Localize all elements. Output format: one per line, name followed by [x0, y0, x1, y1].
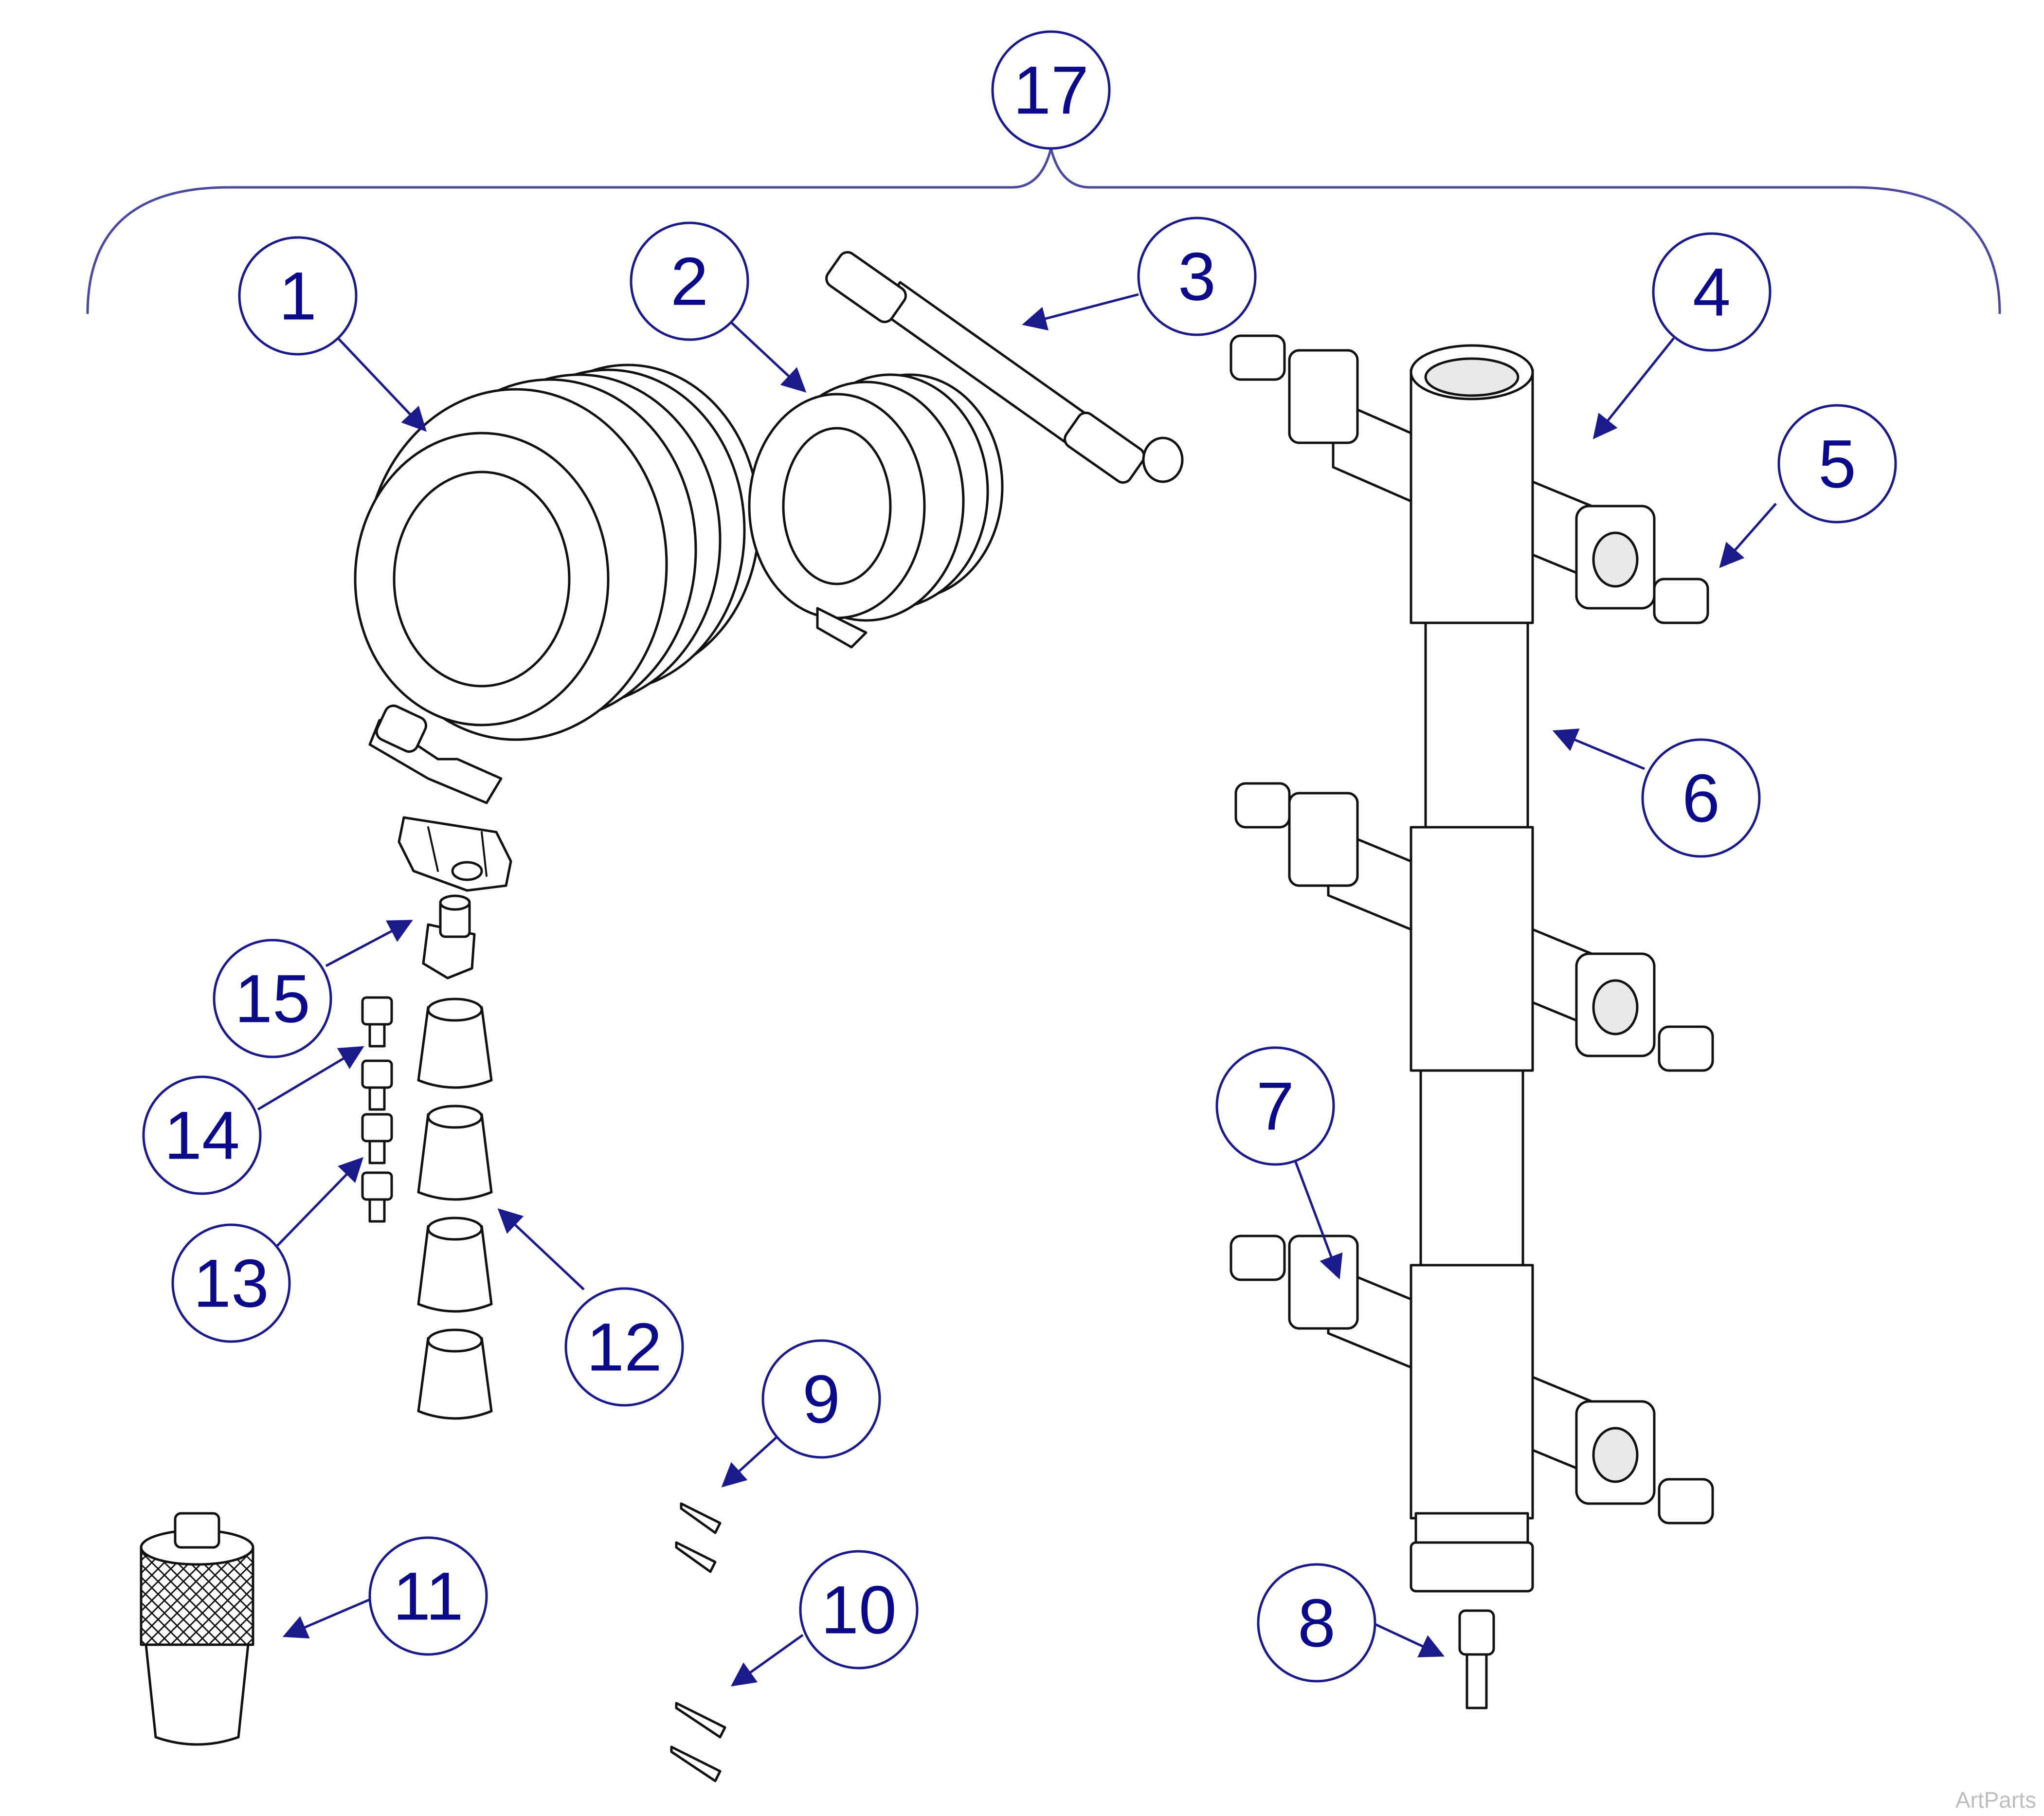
leader-6: [1552, 728, 1645, 770]
callout-14: 14: [142, 1075, 262, 1195]
callout-10: 10: [799, 1550, 919, 1670]
callout-2: 2: [630, 221, 749, 341]
svg-text:7: 7: [1256, 1068, 1294, 1144]
svg-text:13: 13: [193, 1245, 269, 1322]
part-large-coil-hose: [354, 363, 760, 804]
svg-text:9: 9: [802, 1361, 840, 1437]
part-rubber-feet: [417, 998, 493, 1420]
svg-text:2: 2: [670, 243, 708, 320]
part-nipple-fittings: [1230, 334, 1714, 1525]
leader-2: [729, 320, 807, 393]
callout-9: 9: [761, 1339, 881, 1459]
leader-11: [282, 1597, 373, 1639]
callout-15: 15: [213, 939, 332, 1058]
part-small-fitting: [422, 894, 476, 980]
part-strainer: [140, 1512, 254, 1746]
svg-text:5: 5: [1818, 426, 1856, 502]
watermark-text: ArtParts: [1955, 1787, 2036, 1813]
part-straight-hose: [825, 251, 1184, 484]
callout-11: 11: [368, 1536, 488, 1656]
part-screws: [361, 996, 393, 1223]
leader-15: [325, 920, 413, 967]
svg-text:12: 12: [586, 1309, 662, 1385]
callout-6: 6: [1641, 738, 1761, 858]
leader-3: [1022, 293, 1139, 331]
leader-13: [276, 1157, 363, 1247]
svg-text:15: 15: [235, 961, 310, 1037]
leader-7: [1293, 1158, 1343, 1280]
callout-13: 13: [171, 1223, 291, 1343]
svg-text:4: 4: [1693, 254, 1731, 330]
callout-17: 17: [991, 30, 1111, 150]
leader-14: [257, 1046, 364, 1111]
svg-text:6: 6: [1682, 760, 1720, 836]
callout-5: 5: [1777, 404, 1897, 524]
leader-5: [1719, 503, 1777, 568]
svg-text:14: 14: [164, 1097, 240, 1174]
leader-12: [497, 1208, 585, 1290]
callout-3: 3: [1137, 217, 1257, 336]
svg-text:1: 1: [279, 258, 317, 334]
callout-7: 7: [1215, 1046, 1335, 1166]
svg-text:8: 8: [1298, 1585, 1336, 1661]
svg-text:3: 3: [1178, 238, 1216, 315]
leader-9: [721, 1435, 779, 1488]
leader-8: [1371, 1621, 1445, 1657]
part-mounting-bracket: [398, 816, 512, 892]
part-manifold-assembly: [1288, 344, 1656, 1593]
leader-1: [335, 335, 427, 432]
svg-text:17: 17: [1013, 52, 1089, 128]
part-pins: [670, 1502, 726, 1782]
callout-8: 8: [1257, 1563, 1376, 1683]
callout-4: 4: [1652, 232, 1772, 352]
svg-text:11: 11: [393, 1558, 463, 1634]
callout-1: 1: [238, 236, 358, 356]
leader-4: [1592, 337, 1675, 439]
callout-12: 12: [564, 1287, 684, 1407]
svg-text:10: 10: [821, 1572, 897, 1648]
part-hose-barb: [1458, 1609, 1495, 1709]
part-small-coil-hose: [748, 373, 1004, 649]
leader-10: [730, 1634, 804, 1687]
